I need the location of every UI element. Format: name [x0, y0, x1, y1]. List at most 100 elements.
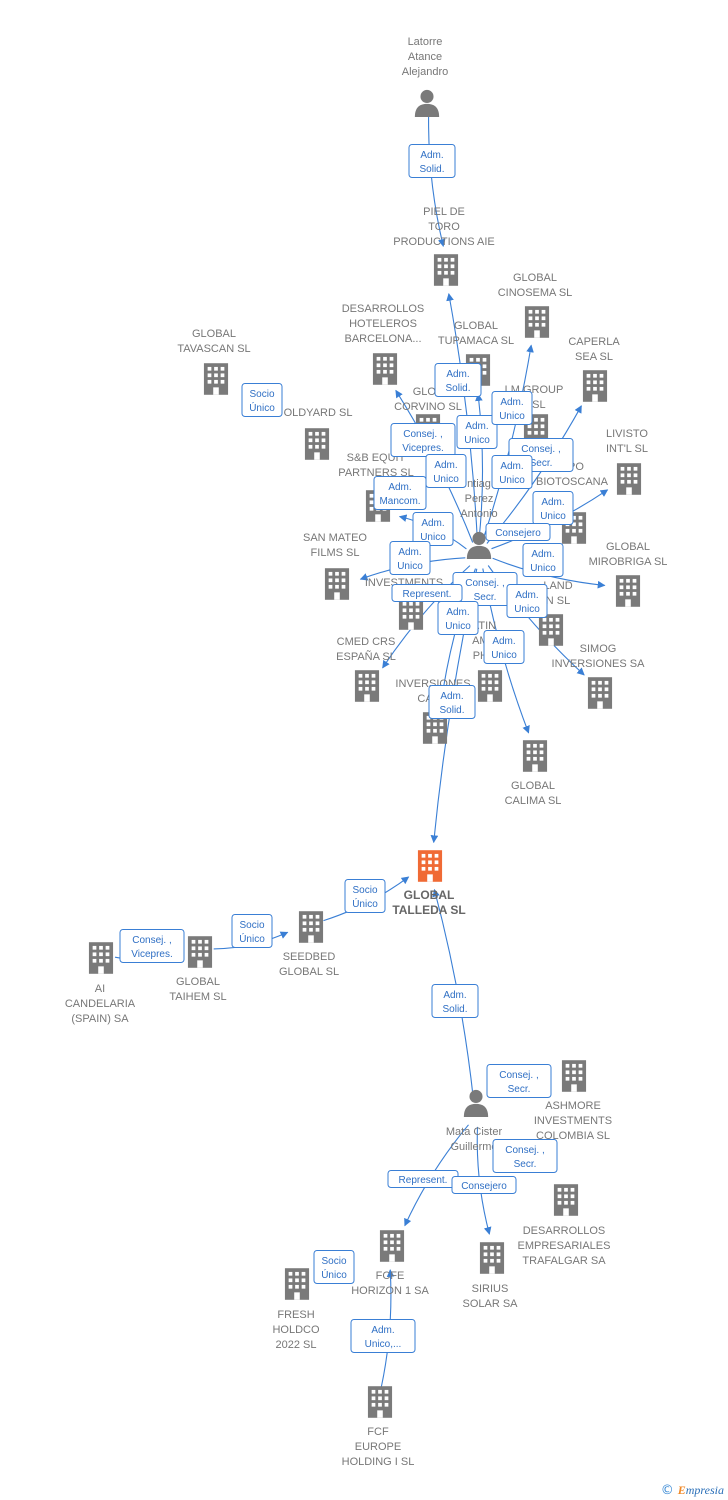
role-badge-text: Adm.	[443, 990, 466, 1001]
node-label: TORO	[428, 221, 460, 233]
role-badge[interactable]: Adm.Mancom.	[373, 476, 427, 510]
role-badge[interactable]: Adm.Unico	[491, 391, 533, 425]
role-badge[interactable]: Consej. ,Secr.	[486, 1064, 552, 1098]
building-icon	[538, 614, 564, 646]
role-badge[interactable]: Adm.Unico	[522, 543, 564, 577]
role-badge[interactable]: Adm.Unico	[506, 584, 548, 618]
role-badge[interactable]: Consej. ,Secr.	[492, 1139, 558, 1173]
role-badge[interactable]: Adm.Unico	[491, 455, 533, 489]
role-badge-text: Unico	[491, 650, 517, 661]
node-label: SIMOG	[580, 643, 617, 655]
role-badge-text: Represent.	[403, 589, 452, 600]
role-badge-text: Vicepres.	[131, 949, 173, 960]
role-badge-text: Unico	[397, 561, 423, 572]
node-label: GLOBAL	[606, 541, 650, 553]
role-badge-text: Mancom.	[379, 496, 420, 507]
node-piel[interactable]: PIEL DE TORO PRODUCTIONS AIE	[393, 206, 495, 286]
node-label: CALIMA SL	[505, 795, 562, 807]
building-icon	[187, 936, 213, 968]
role-badge-text: Adm.	[515, 590, 538, 601]
building-icon	[284, 1268, 310, 1300]
building-icon	[582, 370, 608, 402]
node-goldyard[interactable]: OLDYARD SL	[284, 407, 353, 460]
role-badge-text: Adm.	[500, 461, 523, 472]
node-label: CMED CRS	[337, 636, 396, 648]
role-badge[interactable]: Adm.Unico	[412, 512, 454, 546]
node-label: Perez	[465, 493, 494, 505]
role-badge-box	[506, 584, 548, 618]
node-label: TRAFALGAR SA	[522, 1255, 606, 1267]
node-label: INVESTMENTS	[534, 1115, 612, 1127]
role-badge-box	[456, 415, 498, 449]
node-desarrollos_hot[interactable]: DESARROLLOSHOTELEROSBARCELONA...	[342, 303, 425, 385]
node-label: GLOBAL	[454, 320, 498, 332]
role-badge[interactable]: Consej. ,Vicepres.	[390, 423, 456, 457]
node-label: Guillermo	[450, 1141, 497, 1153]
role-badge[interactable]: Adm.Solid.	[434, 363, 482, 397]
role-badge[interactable]: Adm.Solid.	[428, 685, 476, 719]
role-badge[interactable]: Adm.Unico	[532, 491, 574, 525]
node-label: Antonio	[460, 508, 497, 520]
role-badge-text: Unico	[445, 621, 471, 632]
role-badge[interactable]: Represent.	[391, 584, 463, 602]
role-badge-box	[231, 914, 273, 948]
role-badge[interactable]: Adm.Unico	[425, 454, 467, 488]
role-badge[interactable]: Adm.Unico	[456, 415, 498, 449]
role-badge[interactable]: Adm.Unico	[389, 541, 431, 575]
role-badge[interactable]: Adm.Unico	[483, 630, 525, 664]
role-badge[interactable]: Adm.Unico,...	[350, 1319, 416, 1353]
role-badge[interactable]: Consej. ,Vicepres.	[119, 929, 185, 963]
role-badge-text: Adm.	[440, 691, 463, 702]
role-badge[interactable]: Adm.Unico	[437, 601, 479, 635]
node-label: Alejandro	[402, 66, 448, 78]
node-label: PIEL DE	[423, 206, 465, 218]
node-label: TAVASCAN SL	[177, 343, 250, 355]
node-label: HOLDING I SL	[342, 1456, 415, 1468]
building-icon	[324, 568, 350, 600]
node-label: PRODUCTIONS AIE	[393, 236, 494, 248]
node-label: SOLAR SA	[462, 1298, 518, 1310]
node-label: ntiag	[467, 478, 491, 490]
building-icon	[433, 254, 459, 286]
role-badge[interactable]: Consejero	[485, 523, 551, 541]
role-badge-text: Adm.	[531, 549, 554, 560]
role-badge[interactable]: Consejero	[451, 1176, 517, 1194]
role-badge-box	[412, 512, 454, 546]
role-badge-text: Consej. ,	[521, 444, 560, 455]
building-icon	[553, 1184, 579, 1216]
role-badge-text: Unico	[420, 532, 446, 543]
role-badge[interactable]: Adm.Solid.	[431, 984, 479, 1018]
role-badge-text: Adm.	[541, 497, 564, 508]
role-badge[interactable]: Represent.	[387, 1170, 459, 1188]
role-badge-text: Único	[249, 401, 275, 414]
role-badge[interactable]: Adm.Solid.	[408, 144, 456, 178]
